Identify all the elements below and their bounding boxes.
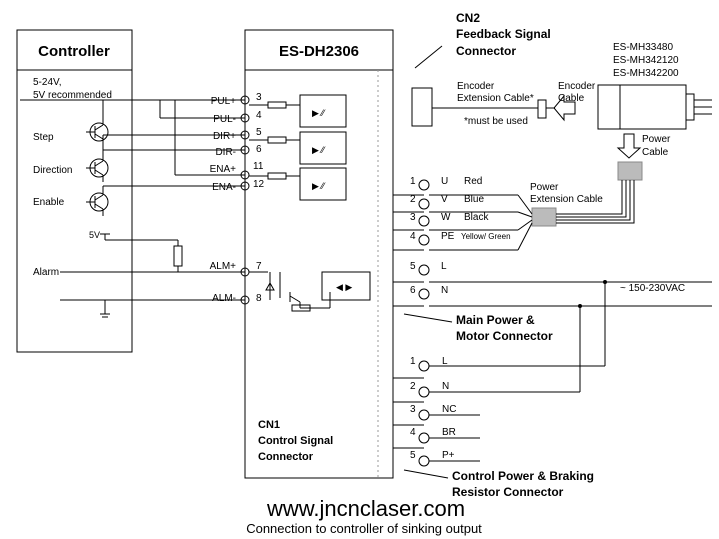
mp-num: 6: [410, 285, 416, 296]
svg-text:▶ ⁄⁄: ▶ ⁄⁄: [312, 108, 326, 118]
cp-num: 2: [410, 381, 416, 392]
encoder-ext-1: Encoder: [457, 81, 495, 92]
mp-label: N: [441, 285, 448, 296]
pin-number: 12: [253, 179, 265, 190]
pin-number: 7: [256, 261, 262, 272]
diagram-caption: Connection to controller of sinking outp…: [246, 521, 482, 536]
controller-title: Controller: [38, 43, 110, 60]
driver-title: ES-DH2306: [279, 43, 359, 60]
pullup-circuit: [100, 233, 183, 318]
encoder-cable-2: Cable: [558, 93, 585, 104]
control-terminals: [240, 95, 250, 305]
wire-color: Yellow/ Green: [461, 232, 511, 241]
opto-inputs: ▶ ⁄⁄ ▶ ⁄⁄ ▶ ⁄⁄: [249, 94, 347, 201]
pin-number: 4: [256, 110, 262, 121]
cp-label: P+: [442, 450, 455, 461]
transistor-step: [86, 122, 109, 142]
signal-alarm: Alarm: [33, 267, 59, 278]
mp-num: 5: [410, 261, 416, 272]
signal-step: Step: [33, 132, 54, 143]
pin-number: 3: [256, 92, 262, 103]
mp-num: 4: [410, 231, 416, 242]
mp-label: W: [441, 212, 451, 223]
signal-direction: Direction: [33, 165, 72, 176]
mp-label: PE: [441, 231, 455, 242]
mp-title-2: Motor Connector: [456, 329, 553, 343]
supply-note-1: 5-24V,: [33, 77, 62, 88]
ac-label: ~ 150-230VAC: [620, 283, 685, 294]
mp-num: 3: [410, 212, 416, 223]
driver-block: ES-DH2306 CN1 Control Signal Connector: [244, 29, 394, 479]
transistor-direction: [86, 158, 109, 178]
cp-label: L: [442, 356, 448, 367]
svg-text:▶ ⁄⁄: ▶ ⁄⁄: [312, 145, 326, 155]
cn2-title-1: CN2: [456, 11, 480, 25]
cn1-title-3: Connector: [258, 451, 314, 463]
pin-label: ENA+: [210, 164, 237, 175]
mp-title-1: Main Power &: [456, 313, 535, 327]
mp-label: V: [441, 194, 448, 205]
alarm-output: ◀ ▶: [249, 271, 371, 312]
controller-block: Controller 5-24V, 5V recommended Step Di…: [16, 29, 133, 353]
pin-label: ALM-: [212, 293, 236, 304]
pin-number: 5: [256, 127, 262, 138]
motor-model: ES-MH342200: [613, 68, 679, 79]
five-volt-label: 5V: [89, 230, 100, 240]
pin-number: 6: [256, 144, 262, 155]
power-ext-2: Extension Cable: [530, 194, 603, 205]
pin-number: 11: [253, 161, 264, 172]
power-ext-1: Power: [530, 182, 559, 193]
encoder-cable-1: Encoder: [558, 81, 596, 92]
svg-text:◀ ▶: ◀ ▶: [336, 282, 352, 292]
cp-num: 1: [410, 356, 416, 367]
cn2-title-2: Feedback Signal: [456, 27, 551, 41]
cn1-title-1: CN1: [258, 419, 280, 431]
pin-label: DIR-: [215, 147, 236, 158]
wire-color: Red: [464, 176, 482, 187]
control-pin-labels: PUL+ PUL- DIR+ DIR- ENA+ ENA- ALM+ ALM- …: [210, 92, 265, 304]
motor-model: ES-MH33480: [613, 42, 673, 53]
cp-num: 4: [410, 427, 416, 438]
pin-label: ENA-: [212, 182, 236, 193]
cp-title-2: Resistor Connector: [452, 485, 564, 499]
wire-color: Black: [464, 212, 489, 223]
signal-enable: Enable: [33, 197, 65, 208]
cn1-title-2: Control Signal: [258, 435, 333, 447]
cn2-title-3: Connector: [456, 44, 516, 58]
pin-label: PUL-: [213, 114, 236, 125]
must-be-used: *must be used: [464, 116, 528, 127]
transistor-enable: [86, 192, 109, 212]
cp-label: BR: [442, 427, 456, 438]
cp-title-1: Control Power & Braking: [452, 469, 594, 483]
pin-number: 8: [256, 293, 262, 304]
pin-label: DIR+: [213, 131, 236, 142]
signal-wires: [20, 99, 245, 301]
cn2-block: CN2 Feedback Signal Connector Encoder Ex…: [411, 11, 596, 127]
mp-label: U: [441, 176, 448, 187]
mp-num: 1: [410, 176, 416, 187]
mp-label: L: [441, 261, 447, 272]
main-power-connector: 1 2 3 4 5 6 U V W PE L N Red Blue Black …: [393, 176, 712, 392]
pin-label: PUL+: [211, 96, 236, 107]
cp-label: N: [442, 381, 449, 392]
cp-label: NC: [442, 404, 456, 415]
website-watermark: www.jncnclaser.com: [266, 496, 465, 521]
encoder-ext-2: Extension Cable*: [457, 93, 534, 104]
control-power-connector: 1 2 3 4 5 L N NC BR P+ Control Power & B…: [393, 356, 605, 499]
svg-text:▶ ⁄⁄: ▶ ⁄⁄: [312, 181, 326, 191]
wire-color: Blue: [464, 194, 484, 205]
mp-num: 2: [410, 194, 416, 205]
pin-label: ALM+: [210, 261, 237, 272]
power-cable-1: Power: [642, 134, 671, 145]
supply-note-2: 5V recommended: [33, 90, 112, 101]
cp-num: 3: [410, 404, 416, 415]
power-cable-2: Cable: [642, 147, 669, 158]
motor-model: ES-MH342120: [613, 55, 679, 66]
cp-num: 5: [410, 450, 416, 461]
servo-motor: ES-MH33480 ES-MH342120 ES-MH342200 Power…: [530, 42, 712, 227]
